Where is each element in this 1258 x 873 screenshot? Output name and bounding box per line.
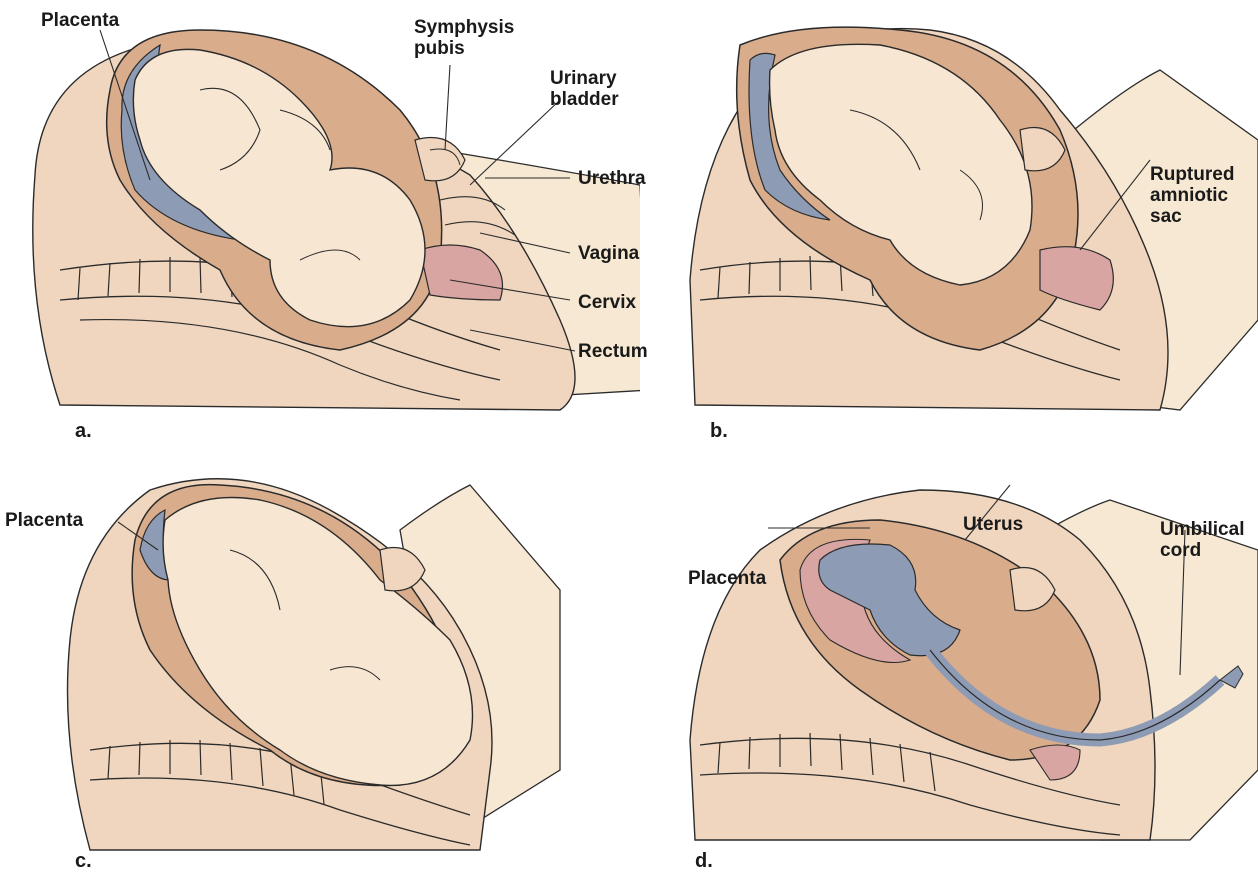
label-uterus: Uterus: [963, 514, 1023, 535]
panel-d: [680, 440, 1258, 873]
label-ruptured-line3: sac: [1150, 206, 1234, 227]
label-umbilical-line2: cord: [1160, 540, 1244, 561]
label-urinary-line1: Urinary: [550, 68, 619, 89]
label-urethra: Urethra: [578, 168, 646, 189]
label-urinary-bladder: Urinary bladder: [550, 68, 619, 110]
panel-letter-c: c.: [75, 850, 92, 873]
label-ruptured-line2: amniotic: [1150, 185, 1234, 206]
label-cervix: Cervix: [578, 292, 636, 313]
panel-c: [0, 440, 640, 873]
label-symphysis-line1: Symphysis: [414, 17, 514, 38]
panel-letter-d: d.: [695, 850, 713, 873]
label-ruptured-line1: Ruptured: [1150, 164, 1234, 185]
label-umbilical-cord: Umbilical cord: [1160, 519, 1244, 561]
panel-a-illustration: [0, 0, 640, 440]
label-placenta-d: Placenta: [688, 568, 766, 589]
label-rectum: Rectum: [578, 341, 648, 362]
label-urinary-line2: bladder: [550, 89, 619, 110]
panel-a: [0, 0, 640, 440]
label-vagina: Vagina: [578, 243, 639, 264]
panel-c-illustration: [0, 440, 640, 873]
label-placenta-a: Placenta: [41, 10, 119, 31]
label-umbilical-line1: Umbilical: [1160, 519, 1244, 540]
label-placenta-c: Placenta: [5, 510, 83, 531]
label-symphysis-pubis: Symphysis pubis: [414, 17, 514, 59]
label-ruptured-amniotic-sac: Ruptured amniotic sac: [1150, 164, 1234, 227]
label-symphysis-line2: pubis: [414, 38, 514, 59]
panel-d-illustration: [680, 440, 1258, 873]
